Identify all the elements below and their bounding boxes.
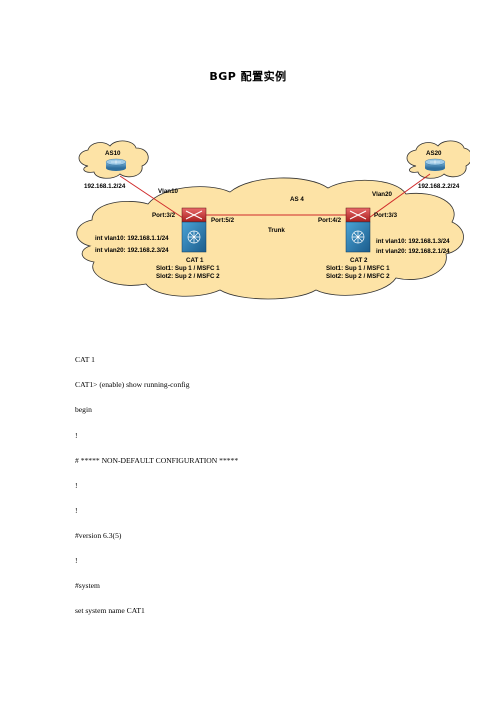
as4-label: AS 4 bbox=[290, 196, 304, 203]
config-line: ! bbox=[75, 506, 78, 515]
cat2-slot1: Slot1: Sup 1 / MSFC 1 bbox=[326, 265, 390, 272]
cat2-name: CAT 2 bbox=[350, 257, 368, 264]
link-cat2-as20 bbox=[365, 173, 431, 221]
vlan10-label: Vlan10 bbox=[158, 188, 179, 195]
vlan20-label: Vlan20 bbox=[372, 191, 393, 198]
config-line: ! bbox=[75, 431, 78, 440]
config-line: begin bbox=[75, 405, 92, 414]
router-icon bbox=[424, 158, 446, 171]
cat1-port-left: Port:3/2 bbox=[152, 212, 176, 219]
config-line: set system name CAT1 bbox=[75, 606, 145, 615]
network-diagram: AS10 192.168.1.2/24 AS20 192.168.2.2/24 … bbox=[76, 140, 470, 300]
trunk-label: Trunk bbox=[268, 227, 285, 234]
router-icon bbox=[105, 158, 127, 171]
cat1-slot2: Slot2: Sup 2 / MSFC 2 bbox=[156, 273, 220, 280]
cat1-int-vlan20: int vlan20: 192.168.2.3/24 bbox=[95, 247, 169, 254]
config-line: ! bbox=[75, 556, 78, 565]
config-line: ! bbox=[75, 481, 78, 490]
config-line: # ***** NON-DEFAULT CONFIGURATION ***** bbox=[75, 456, 239, 465]
as10-ip-label: 192.168.1.2/24 bbox=[84, 183, 126, 190]
switch-icon bbox=[345, 207, 371, 253]
cat1-int-vlan10: int vlan10: 192.168.1.1/24 bbox=[95, 235, 169, 242]
link-as10-cat1 bbox=[119, 175, 187, 221]
as10-label: AS10 bbox=[105, 150, 121, 157]
config-line: CAT 1 bbox=[75, 355, 95, 364]
as20-ip-label: 192.168.2.2/24 bbox=[418, 183, 460, 190]
page-title: BGP 配置实例 bbox=[209, 70, 287, 83]
config-line: CAT1> (enable) show running-config bbox=[75, 380, 190, 389]
config-line: #system bbox=[75, 581, 100, 590]
as20-label: AS20 bbox=[426, 150, 442, 157]
cat2-int-vlan10: int vlan10: 192.168.1.3/24 bbox=[376, 238, 450, 245]
cat2-port-left: Port:4/2 bbox=[318, 217, 342, 224]
cat1-port-right: Port:5/2 bbox=[211, 217, 235, 224]
cat2-int-vlan20: int vlan20: 192.168.2.1/24 bbox=[376, 248, 450, 255]
cat2-slot2: Slot2: Sup 2 / MSFC 2 bbox=[326, 273, 390, 280]
cat2-port-right: Port:3/3 bbox=[374, 212, 398, 219]
cat1-name: CAT 1 bbox=[186, 257, 204, 264]
config-line: #version 6.3(5) bbox=[75, 531, 122, 540]
switch-icon bbox=[181, 207, 207, 253]
cat1-slot1: Slot1: Sup 1 / MSFC 1 bbox=[156, 265, 220, 272]
